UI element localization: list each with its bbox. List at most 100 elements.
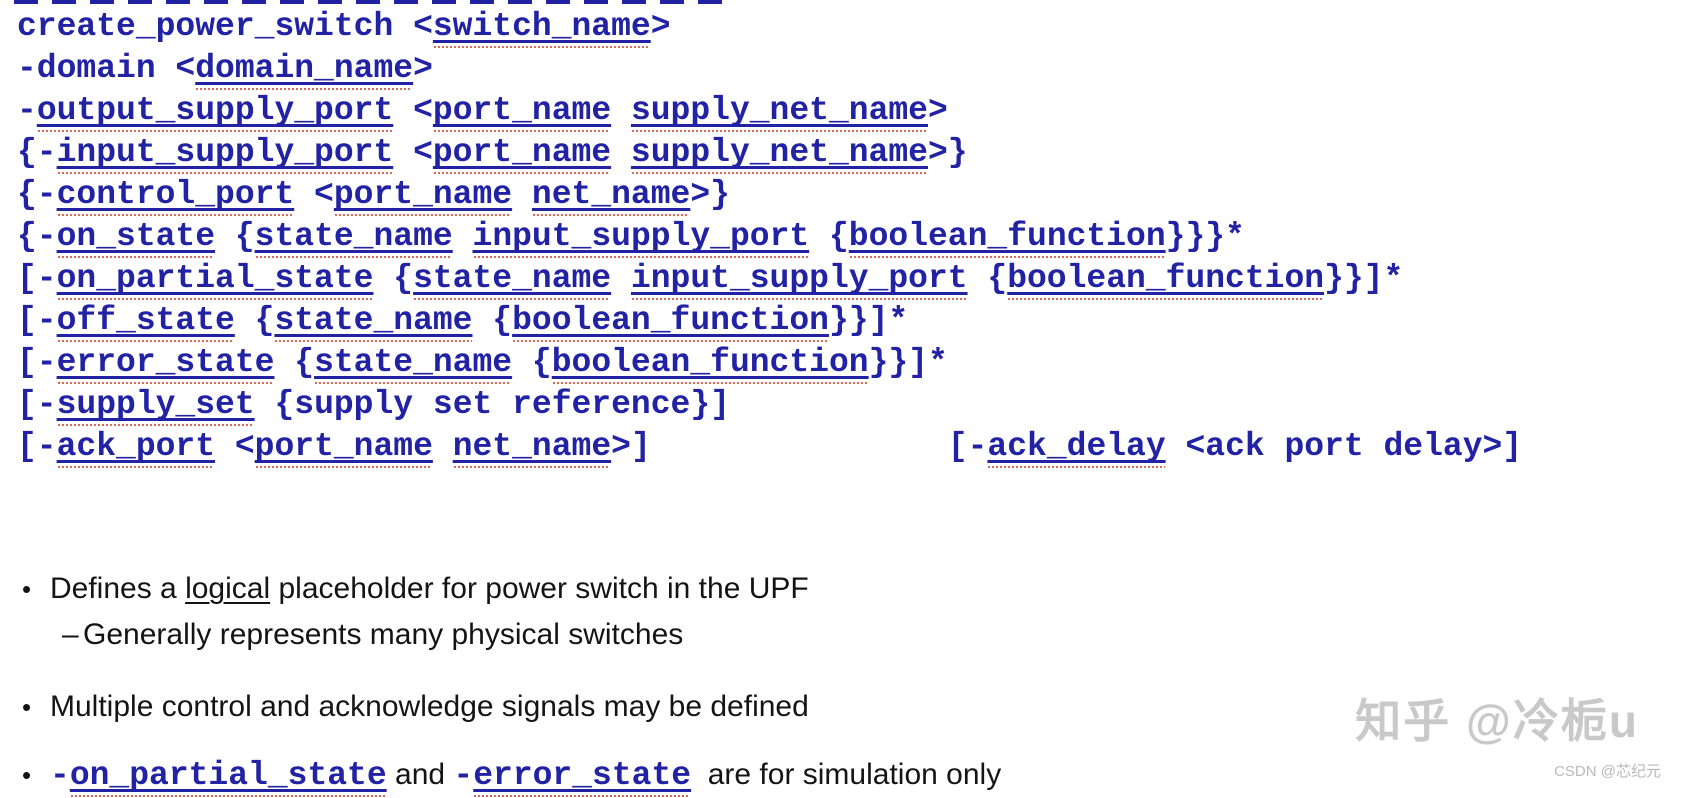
syntax-token-underlined: control_port bbox=[56, 176, 295, 213]
syntax-token: { bbox=[274, 344, 315, 381]
bullet-text: Generally represents many physical switc… bbox=[83, 616, 683, 658]
syntax-token-underlined: error_state bbox=[473, 757, 692, 794]
syntax-token: [- bbox=[17, 302, 57, 339]
syntax-token bbox=[453, 218, 473, 255]
bullet-text: Defines a logical placeholder for power … bbox=[50, 570, 809, 612]
bullet-item: • Multiple control and acknowledge signal… bbox=[0, 688, 1697, 730]
syntax-token: > bbox=[928, 92, 948, 129]
zhihu-watermark: 知乎 @冷栀u bbox=[1355, 695, 1639, 747]
bullet-item: •Defines a logical placeholder for power… bbox=[0, 570, 1697, 612]
syntax-token: < bbox=[294, 176, 334, 213]
clipped-line-fragment bbox=[14, 0, 726, 4]
syntax-token-underlined: off_state bbox=[56, 302, 235, 339]
syntax-token-underlined: supply_set bbox=[56, 386, 255, 423]
syntax-token bbox=[611, 134, 631, 171]
bullet-text: -on_partial_state and -error_state are f… bbox=[50, 756, 1001, 798]
syntax-token-underlined: supply_net_name bbox=[630, 134, 928, 171]
syntax-token bbox=[611, 260, 631, 297]
syntax-token-underlined: port_name bbox=[333, 176, 513, 213]
syntax-token: }}]* bbox=[828, 302, 909, 339]
syntax-token: >} bbox=[690, 176, 730, 213]
syntax-token: { bbox=[373, 260, 414, 297]
syntax-line: -domain <domain_name> bbox=[17, 48, 1697, 90]
syntax-token: }}]* bbox=[868, 344, 948, 381]
syntax-token: -domain < bbox=[17, 50, 196, 87]
syntax-token-underlined: domain_name bbox=[195, 50, 414, 87]
syntax-token-underlined: port_name bbox=[432, 134, 612, 171]
syntax-token-underlined: state_name bbox=[314, 344, 513, 381]
text-segment: and bbox=[386, 758, 454, 791]
text-segment: Generally represents many physical switc… bbox=[83, 618, 684, 651]
syntax-line: -output_supply_port <port_name supply_ne… bbox=[17, 90, 1697, 132]
syntax-token: [- bbox=[947, 428, 988, 465]
syntax-token: { bbox=[512, 344, 552, 381]
syntax-token: < bbox=[393, 92, 433, 129]
syntax-token-underlined: on_partial_state bbox=[69, 757, 387, 794]
syntax-block: create_power_switch <switch_name>-domain… bbox=[0, 0, 1697, 468]
syntax-token: [- bbox=[17, 428, 57, 465]
syntax-token-underlined: boolean_function bbox=[848, 218, 1166, 255]
syntax-token-underlined: input_supply_port bbox=[56, 134, 394, 171]
bullet-marker: – bbox=[62, 618, 79, 651]
syntax-token: }}}* bbox=[1165, 218, 1245, 255]
syntax-token-underlined: port_name bbox=[432, 92, 612, 129]
text-segment: placeholder for power switch in the UPF bbox=[270, 572, 809, 605]
syntax-token-underlined: net_name bbox=[531, 176, 691, 213]
syntax-token: }}]* bbox=[1324, 260, 1404, 297]
syntax-token: < bbox=[393, 134, 433, 171]
syntax-line: [-supply_set {supply set reference}] bbox=[17, 384, 1697, 426]
csdn-watermark: CSDN @芯纪元 bbox=[1554, 763, 1661, 780]
syntax-token-underlined: on_partial_state bbox=[56, 260, 374, 297]
syntax-token: {- bbox=[17, 134, 57, 171]
bullet-marker: • bbox=[22, 692, 32, 722]
syntax-token: { bbox=[967, 260, 1008, 297]
syntax-token: {supply set reference}] bbox=[254, 386, 730, 423]
sub-bullet-item: –Generally represents many physical swit… bbox=[0, 616, 1697, 658]
syntax-token: [- bbox=[17, 344, 57, 381]
syntax-line: create_power_switch <switch_name> bbox=[17, 6, 1697, 48]
syntax-token-underlined: boolean_function bbox=[551, 344, 869, 381]
syntax-token-underlined: input_supply_port bbox=[630, 260, 968, 297]
syntax-token: - bbox=[17, 92, 37, 129]
syntax-token: - bbox=[50, 757, 70, 794]
syntax-line: [-off_state {state_name {boolean_functio… bbox=[17, 300, 1697, 342]
syntax-line: [-on_partial_state {state_name input_sup… bbox=[17, 258, 1697, 300]
syntax-line: [-ack_port <port_name net_name>] [-ack_d… bbox=[17, 426, 1697, 468]
syntax-token-underlined: ack_port bbox=[56, 428, 216, 465]
syntax-token-underlined: supply_net_name bbox=[630, 92, 928, 129]
syntax-token: - bbox=[453, 757, 474, 794]
syntax-token-underlined: net_name bbox=[452, 428, 612, 465]
syntax-token: [- bbox=[17, 260, 57, 297]
syntax-token-underlined: boolean_function bbox=[512, 302, 829, 339]
bullet-list: • Defines a logical placeholder for power… bbox=[0, 570, 1697, 798]
syntax-token-underlined: boolean_function bbox=[1007, 260, 1325, 297]
syntax-token-underlined: state_name bbox=[254, 218, 453, 255]
syntax-token bbox=[611, 92, 631, 129]
bullet-marker: • bbox=[22, 760, 32, 790]
syntax-token: create_power_switch < bbox=[17, 8, 433, 45]
syntax-line: {-input_supply_port <port_name supply_ne… bbox=[17, 132, 1697, 174]
syntax-token: <ack port delay>] bbox=[1165, 428, 1523, 465]
syntax-token bbox=[651, 428, 948, 465]
syntax-token-underlined: error_state bbox=[56, 344, 275, 381]
syntax-token-underlined: state_name bbox=[274, 302, 473, 339]
text-segment: Defines a bbox=[50, 572, 186, 605]
bullet-text: Multiple control and acknowledge signals… bbox=[50, 688, 809, 730]
syntax-token-underlined: port_name bbox=[254, 428, 433, 465]
syntax-token: { bbox=[809, 218, 849, 255]
syntax-token-underlined: state_name bbox=[413, 260, 612, 297]
text-segment: Multiple control and acknowledge signals… bbox=[50, 690, 809, 723]
syntax-token-underlined: switch_name bbox=[432, 8, 651, 45]
syntax-token: { bbox=[472, 302, 513, 339]
syntax-token: < bbox=[215, 428, 255, 465]
syntax-token-underlined: output_supply_port bbox=[36, 92, 394, 129]
syntax-token: {- bbox=[17, 218, 57, 255]
syntax-line: {-on_state {state_name input_supply_port… bbox=[17, 216, 1697, 258]
syntax-token: > bbox=[650, 8, 671, 45]
syntax-token: [- bbox=[17, 386, 57, 423]
syntax-token-underlined: ack_delay bbox=[987, 428, 1166, 465]
syntax-token: > bbox=[413, 50, 433, 87]
syntax-token: { bbox=[215, 218, 255, 255]
syntax-token-underlined: input_supply_port bbox=[472, 218, 810, 255]
text-underlined: logical bbox=[185, 572, 271, 605]
